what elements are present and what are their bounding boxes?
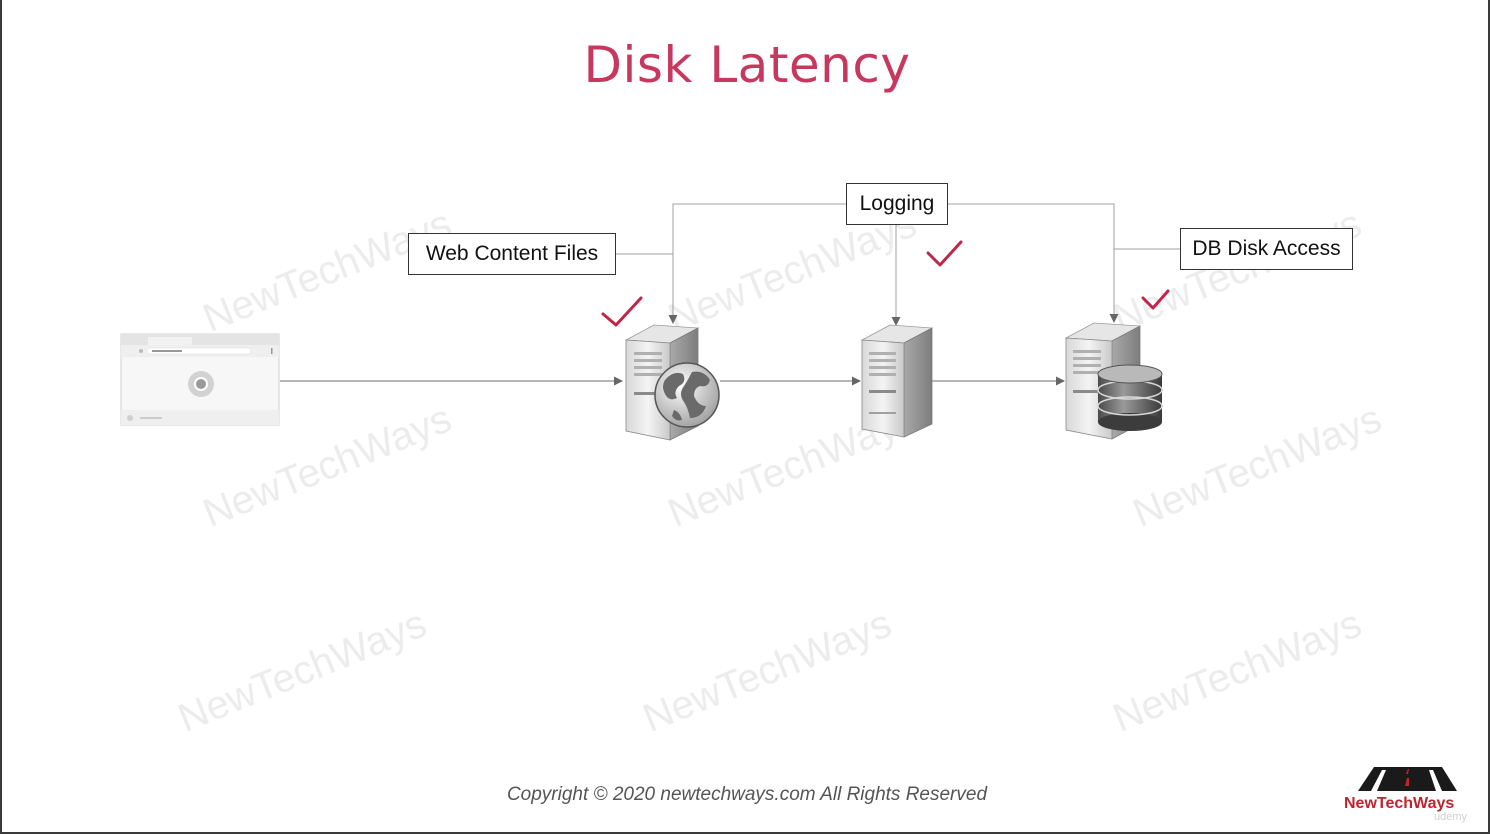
checkmark-icon	[926, 240, 963, 267]
connector-logging-web	[668, 203, 846, 324]
checkmark-icon	[601, 296, 643, 327]
web-content-files-label: Web Content Files	[408, 233, 616, 275]
db-server-icon	[1064, 322, 1163, 440]
slide-title: Disk Latency	[583, 36, 911, 94]
udemy-watermark: udemy	[1434, 811, 1468, 823]
browser-window-icon	[120, 333, 280, 426]
connector-logging-db	[948, 203, 1119, 323]
checkmark-icon	[1141, 289, 1170, 310]
copyright-text: Copyright © 2020 newtechways.com All Rig…	[506, 784, 988, 805]
db-disk-access-label: DB Disk Access	[1180, 228, 1353, 270]
logging-label: Logging	[846, 183, 948, 225]
newtechways-logo-icon	[1358, 767, 1457, 791]
app-server-icon	[860, 324, 934, 438]
logo-text: NewTechWays	[1344, 795, 1455, 812]
web-server-icon	[624, 324, 720, 441]
